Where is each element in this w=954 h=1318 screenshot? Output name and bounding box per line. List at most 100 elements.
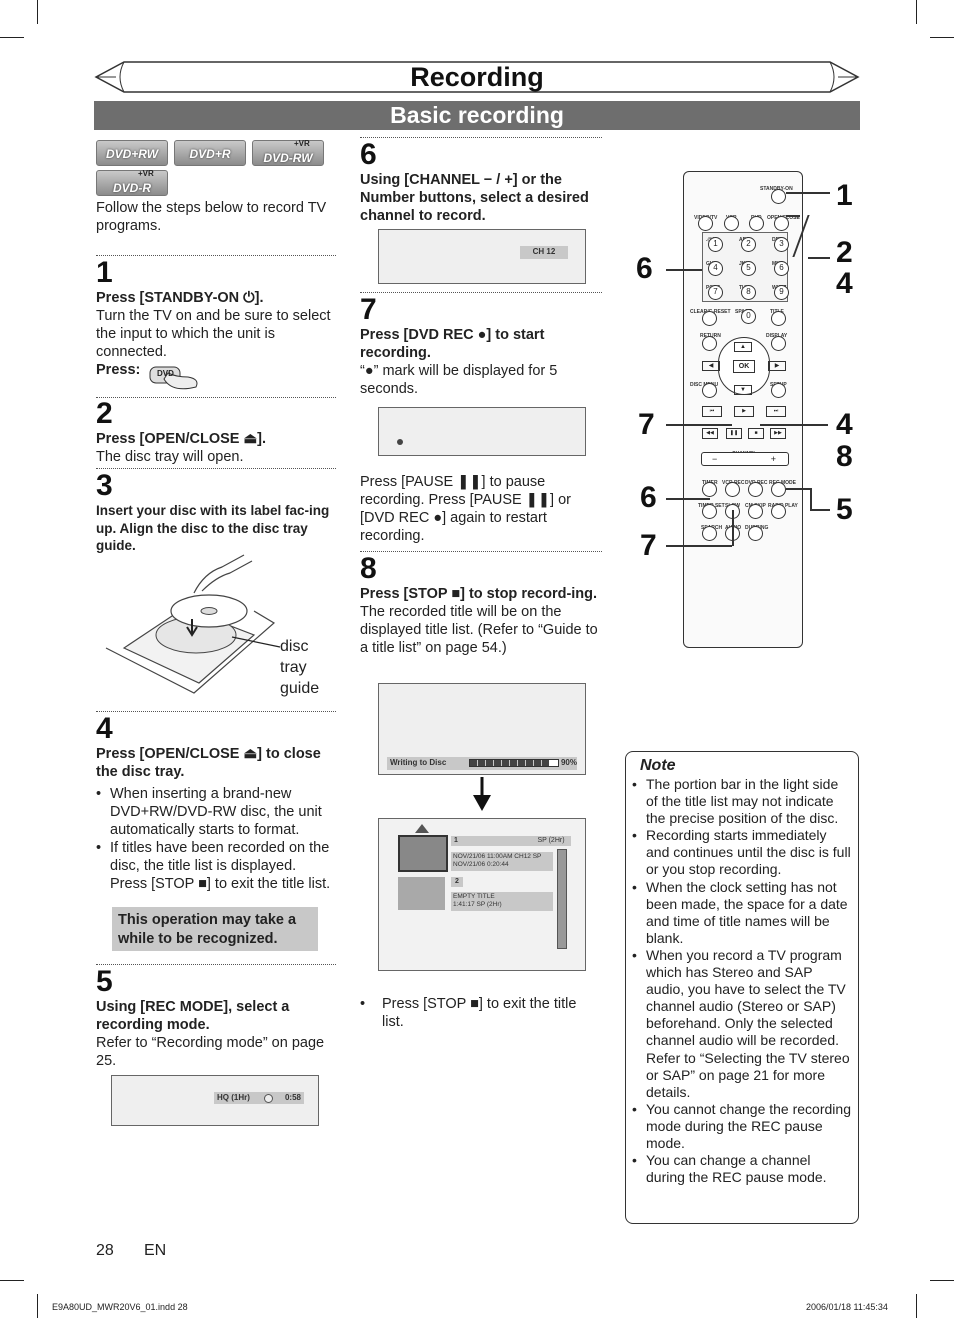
- step-6-heading: Using [CHANNEL − / +] or the Number butt…: [360, 172, 589, 224]
- callout-4b: 4: [836, 408, 853, 441]
- down-arrow-button[interactable]: ▼: [734, 385, 752, 395]
- search-button[interactable]: [702, 526, 717, 541]
- callout-2: 2: [836, 236, 853, 269]
- channel-plus-button[interactable]: +: [770, 454, 776, 464]
- digit-9-button[interactable]: 9: [774, 285, 789, 300]
- step-3-number: 3: [96, 469, 113, 502]
- vcr-rec-button[interactable]: [725, 482, 740, 497]
- note-title: Note: [640, 757, 676, 774]
- step-5-heading: Using [REC MODE], select a recording mod…: [96, 999, 290, 1033]
- step-7-heading: Press [DVD REC ●] to start recording.: [360, 327, 545, 361]
- language-code: EN: [144, 1242, 167, 1259]
- digit-1-button[interactable]: 1: [708, 237, 723, 252]
- digit-0-button[interactable]: 0: [741, 309, 756, 324]
- clear-button[interactable]: [702, 311, 717, 326]
- channel-screen: CH 12: [378, 229, 586, 284]
- callout-5: 5: [836, 493, 853, 526]
- title-1-header[interactable]: 1: [451, 836, 553, 846]
- stop-button[interactable]: ■: [748, 428, 764, 439]
- digit-4-button[interactable]: 4: [708, 261, 723, 276]
- page-number: 28: [96, 1242, 114, 1259]
- setup-button[interactable]: [771, 383, 786, 398]
- rec-mode-screen: HQ (1Hr) 0:58: [111, 1075, 319, 1126]
- skip-back-button[interactable]: ⏮: [702, 406, 722, 417]
- right-arrow-button[interactable]: ▶: [768, 361, 786, 371]
- pause-button[interactable]: ❚❚: [726, 428, 742, 439]
- digit-2-button[interactable]: 2: [741, 237, 756, 252]
- step-5-body: Refer to “Recording mode” on page 25.: [96, 1035, 325, 1069]
- callout-7b: 7: [640, 529, 657, 562]
- dvd-button[interactable]: [749, 216, 764, 231]
- fast-forward-button[interactable]: ▶▶: [770, 428, 786, 439]
- disc-tray-guide-callout: disc tray guide: [280, 638, 320, 697]
- vr-mark: +VR: [138, 169, 154, 178]
- print-timestamp: 2006/01/18 11:45:34: [806, 1302, 888, 1312]
- intro-text: Follow the steps below to record TV prog…: [96, 200, 327, 234]
- step-2-body: The disc tray will open.: [96, 449, 244, 465]
- step-4-bullet-1: When inserting a brand-new DVD+RW/DVD-RW…: [96, 785, 336, 839]
- digit-3-button[interactable]: 3: [774, 237, 789, 252]
- vcr-button[interactable]: [724, 216, 739, 231]
- dvd-button-icon: DVD: [146, 365, 198, 391]
- callout-6: 6: [636, 252, 653, 285]
- step-6-number: 6: [360, 138, 377, 171]
- ok-button[interactable]: OK: [733, 360, 755, 373]
- note-item: When you record a TV program which has S…: [632, 947, 852, 1101]
- rec-mode-button[interactable]: [771, 482, 786, 497]
- channel-rocker: − +: [701, 452, 789, 466]
- title-1-duration-line: NOV/21/06 0:20:44: [453, 861, 509, 868]
- down-arrow-icon: [473, 777, 491, 811]
- up-arrow-button[interactable]: ▲: [734, 342, 752, 352]
- callout-8: 8: [836, 440, 853, 473]
- cm-skip-button[interactable]: [748, 504, 763, 519]
- digit-8-button[interactable]: 8: [741, 285, 756, 300]
- video-tv-button[interactable]: [698, 216, 713, 231]
- digit-6-button[interactable]: 6: [774, 261, 789, 276]
- recording-screen: [378, 407, 586, 456]
- step-7-number: 7: [360, 293, 377, 326]
- callout-4: 4: [836, 267, 853, 300]
- title-list-screen: 1 SP (2Hr) NOV/21/06 11:00AM CH12 SP NOV…: [378, 818, 586, 971]
- note-item: Recording starts immediately and continu…: [632, 827, 852, 878]
- page-title: Recording: [410, 62, 544, 92]
- play-button[interactable]: ▶: [734, 406, 754, 417]
- timer-set-button[interactable]: [702, 504, 717, 519]
- channel-minus-button[interactable]: −: [712, 454, 718, 464]
- title-2-thumbnail[interactable]: [398, 877, 445, 910]
- digit-7-button[interactable]: 7: [708, 285, 723, 300]
- display-button[interactable]: [771, 336, 786, 351]
- title-1-thumbnail[interactable]: [398, 835, 448, 872]
- title-1-mode: SP (2Hr): [531, 836, 571, 846]
- title-list-scrollbar[interactable]: [557, 849, 567, 949]
- note-item: You cannot change the recording mode dur…: [632, 1101, 852, 1152]
- rec-mode-value: HQ (1Hr): [217, 1093, 250, 1102]
- left-arrow-button[interactable]: ◀: [702, 361, 720, 371]
- disc-badge-dvd-minus-rw: DVD-RW: [252, 140, 324, 166]
- step-1-press-label: Press:: [96, 362, 141, 378]
- pause-instructions: Press [PAUSE ❚❚] to pause recording. Pre…: [360, 474, 571, 544]
- title-button[interactable]: [771, 311, 786, 326]
- disc-menu-button[interactable]: [702, 383, 717, 398]
- rec-mode-osd: HQ (1Hr) 0:58: [214, 1092, 304, 1104]
- return-button[interactable]: [702, 336, 717, 351]
- step-5-number: 5: [96, 965, 113, 998]
- skip-forward-button[interactable]: ⏭: [766, 406, 786, 417]
- dubbing-button[interactable]: [748, 526, 763, 541]
- timer-button[interactable]: [702, 482, 717, 497]
- writing-progress-osd: Writing to Disc 90%: [387, 757, 577, 770]
- rewind-button[interactable]: ◀◀: [702, 428, 718, 439]
- open-close-button[interactable]: [774, 216, 789, 231]
- digit-5-button[interactable]: 5: [741, 261, 756, 276]
- dvd-rec-button[interactable]: [748, 482, 763, 497]
- step-8-body: The recorded title will be on the displa…: [360, 604, 598, 656]
- callout-6b: 6: [640, 481, 657, 514]
- title-2-number: 2: [451, 877, 463, 887]
- title-banner: Recording: [94, 60, 860, 94]
- rapid-play-button[interactable]: [771, 504, 786, 519]
- title-1-date-line: NOV/21/06 11:00AM CH12 SP: [453, 853, 542, 860]
- file-name: E9A80UD_MWR20V6_01.indd 28: [52, 1302, 188, 1312]
- step-1-body: Turn the TV on and be sure to select the…: [96, 308, 331, 360]
- standby-button[interactable]: [771, 189, 786, 204]
- step-4-heading: Press [OPEN/CLOSE ⏏] to close the disc t…: [96, 746, 321, 780]
- channel-osd: CH 12: [520, 246, 568, 259]
